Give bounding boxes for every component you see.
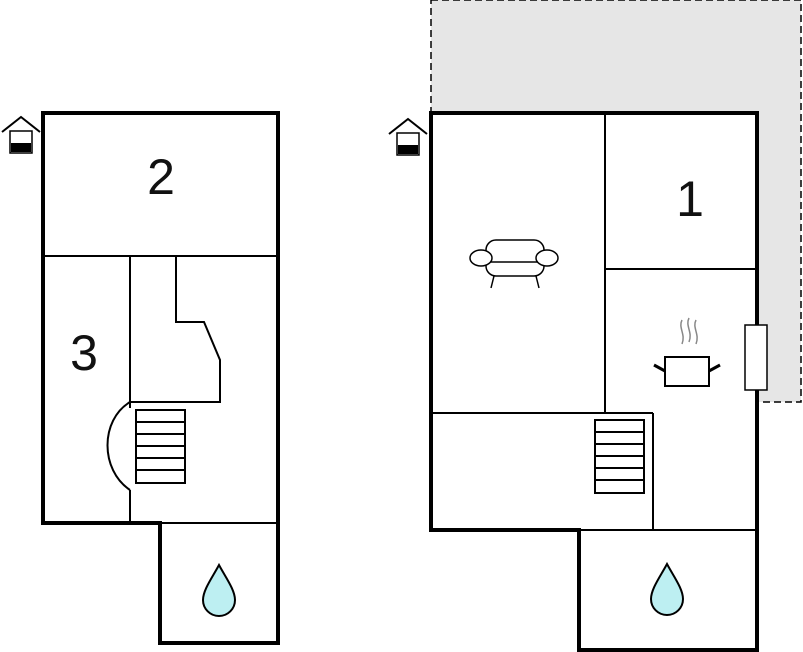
room-label-2: 2: [147, 149, 175, 205]
house-entrance-icon: [388, 117, 428, 156]
house-entrance-icon: [1, 115, 41, 154]
right-floor: 1: [388, 111, 768, 652]
cooking-pot-icon: [653, 317, 721, 387]
left-floor: 2 3: [1, 111, 280, 645]
sofa-icon: [469, 239, 559, 289]
stairs-icon: [594, 419, 645, 494]
water-drop-icon: [201, 562, 237, 617]
stairs-icon: [135, 409, 186, 484]
window-icon: [744, 324, 768, 391]
room-label-3: 3: [70, 325, 98, 381]
water-drop-icon: [649, 561, 685, 616]
left-floor-outer-wall: [41, 111, 280, 645]
right-floor-interior-walls: [431, 113, 757, 531]
left-floor-interior-walls: [43, 255, 278, 524]
room-label-1: 1: [676, 171, 704, 227]
